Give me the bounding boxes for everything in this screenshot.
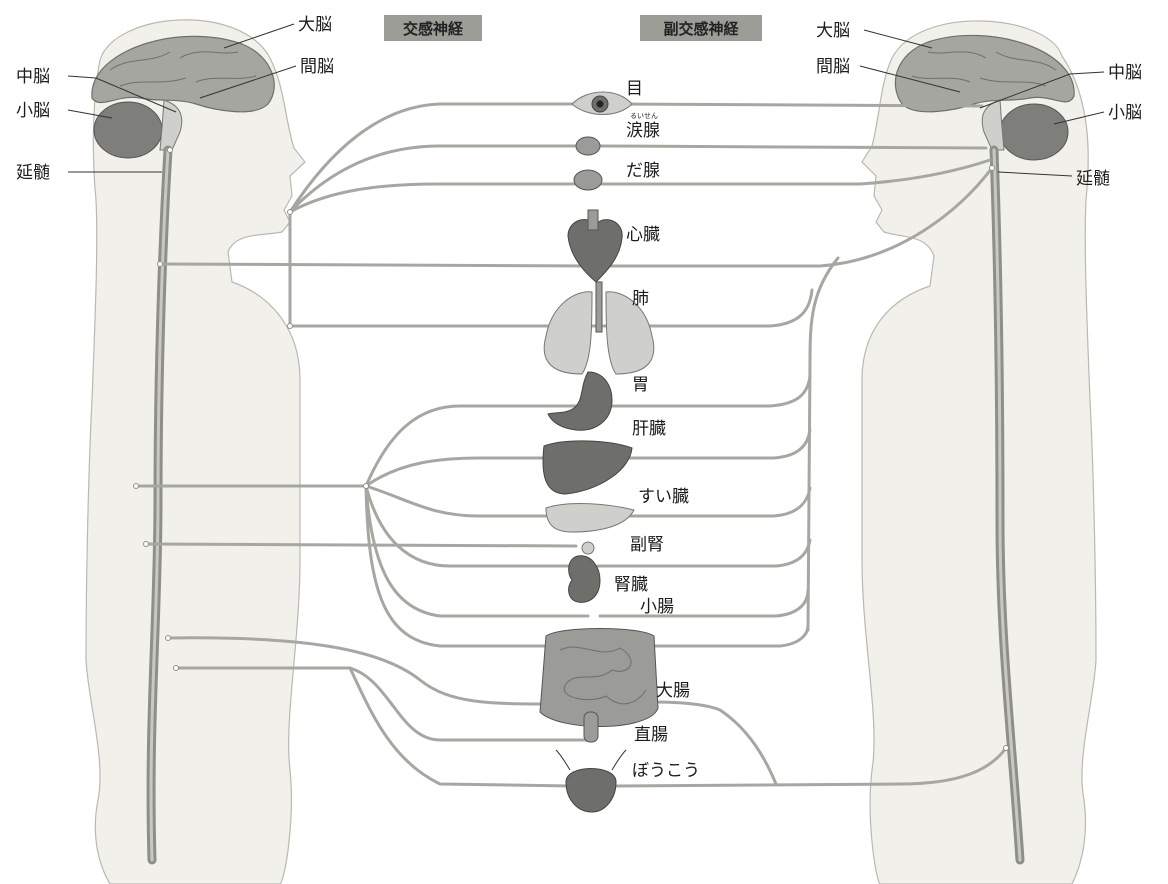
symp-nerve-adrenal bbox=[146, 544, 576, 546]
symp-nerve-heart bbox=[160, 264, 596, 266]
spine-node bbox=[174, 666, 179, 671]
left-label-midbrain: 中脳 bbox=[16, 67, 50, 87]
label-lacrimal-ruby: るいせん bbox=[630, 112, 658, 120]
spine-node bbox=[288, 324, 293, 329]
symp-nerve-pancreas bbox=[366, 486, 576, 516]
symp-nerve-salivary bbox=[290, 184, 586, 212]
pancreas-illustration bbox=[546, 504, 634, 532]
spine-node bbox=[158, 262, 163, 267]
heart-illustration bbox=[568, 210, 622, 282]
right-label-midbrain: 中脳 bbox=[1108, 63, 1142, 83]
label-heart: 心臓 bbox=[626, 225, 660, 245]
intestines-illustration bbox=[540, 629, 658, 727]
spine-node bbox=[168, 148, 173, 153]
label-salivary: だ腺 bbox=[626, 161, 660, 181]
label-pancreas: すい臓 bbox=[638, 487, 689, 507]
label-lungs: 肺 bbox=[632, 289, 649, 309]
label-lacrimal: 涙腺 bbox=[626, 120, 660, 141]
spine-node bbox=[166, 636, 171, 641]
left-cerebellum-shape bbox=[94, 102, 162, 158]
label-kidney: 腎臓 bbox=[614, 575, 648, 595]
left-label-medulla: 延髄 bbox=[16, 163, 50, 183]
left-label-cerebrum: 大脳 bbox=[298, 15, 332, 35]
spine-node bbox=[288, 210, 293, 215]
left-label-diencephalon: 間脳 bbox=[300, 57, 334, 77]
kidney-illustration bbox=[569, 556, 600, 602]
label-rectum: 直腸 bbox=[634, 725, 668, 745]
salivary-gland-illustration bbox=[574, 170, 602, 190]
spine-node bbox=[144, 542, 149, 547]
label-stomach: 胃 bbox=[632, 375, 649, 395]
spine-node bbox=[990, 166, 995, 171]
right-label-cerebellum: 小脳 bbox=[1108, 103, 1142, 123]
bladder-illustration bbox=[556, 750, 626, 812]
right-label-cerebrum: 大脳 bbox=[816, 21, 850, 41]
spine-node bbox=[1004, 746, 1009, 751]
symp-nerve-bladder bbox=[350, 668, 572, 786]
liver-illustration bbox=[543, 441, 632, 494]
label-liver: 肝臓 bbox=[632, 419, 666, 439]
para-nerve-lacrimal bbox=[600, 146, 986, 148]
label-bladder: ぼうこう bbox=[632, 761, 700, 781]
left-label-cerebellum: 小脳 bbox=[16, 101, 50, 121]
stomach-illustration bbox=[548, 372, 612, 430]
spine-node bbox=[364, 484, 369, 489]
header-parasympathetic: 副交感神経 bbox=[640, 15, 762, 41]
label-large-intestine: 大腸 bbox=[656, 681, 690, 701]
label-adrenal: 副腎 bbox=[630, 535, 664, 555]
right-cerebellum-shape bbox=[1000, 104, 1068, 160]
rectum-illustration bbox=[584, 712, 598, 742]
right-body-silhouette bbox=[862, 21, 1096, 884]
organs bbox=[540, 92, 658, 812]
right-label-diencephalon: 間脳 bbox=[816, 57, 850, 77]
adrenal-illustration bbox=[582, 542, 594, 554]
header-sympathetic-label: 交感神経 bbox=[403, 20, 464, 38]
para-nerve-vagus-trunk bbox=[808, 258, 838, 630]
eye-illustration bbox=[572, 92, 632, 115]
spine-node bbox=[134, 484, 139, 489]
label-eye: 目 bbox=[626, 79, 643, 99]
label-small-intestine: 小腸 bbox=[640, 597, 674, 617]
header-sympathetic: 交感神経 bbox=[384, 15, 482, 41]
right-label-medulla: 延髄 bbox=[1076, 169, 1110, 189]
lacrimal-gland-illustration bbox=[576, 137, 600, 155]
para-nerve-eye bbox=[614, 104, 982, 106]
header-parasympathetic-label: 副交感神経 bbox=[663, 20, 739, 38]
